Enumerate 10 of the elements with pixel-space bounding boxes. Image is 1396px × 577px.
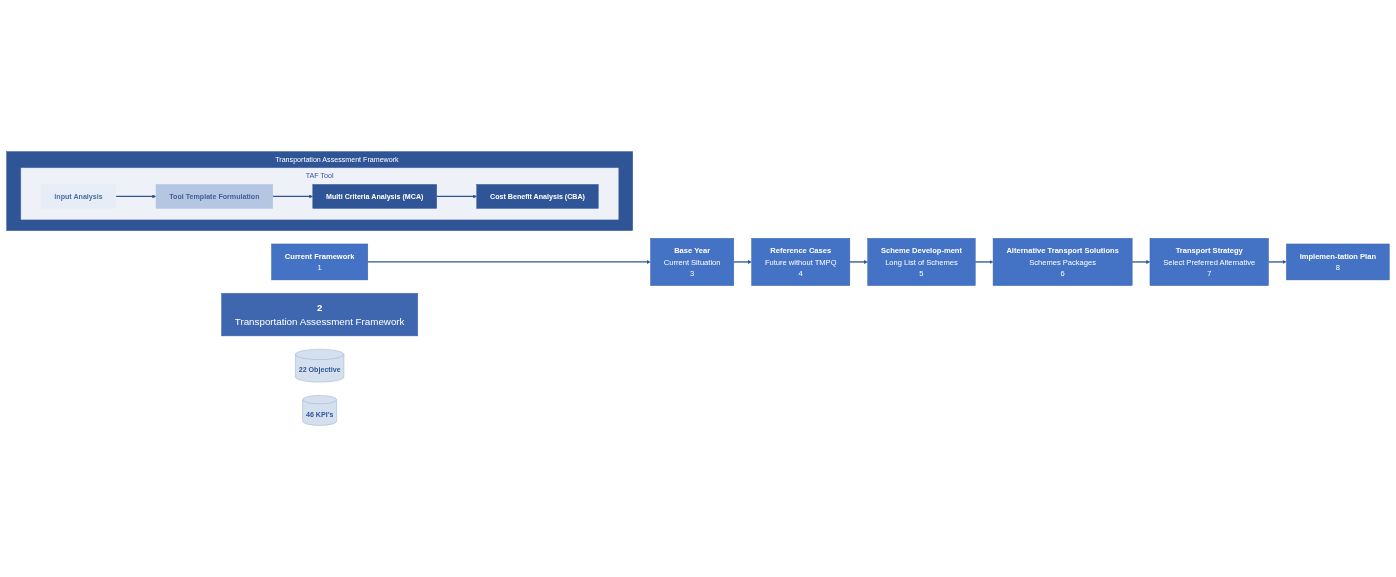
arrow: [733, 260, 752, 264]
arrow: [272, 194, 313, 199]
arrow: [436, 194, 477, 199]
arrow: [115, 194, 157, 199]
arrow: [974, 260, 994, 264]
arrow: [849, 260, 868, 264]
arrow: [1267, 260, 1287, 264]
node-box: 2 Transportation Assessment Framework: [221, 293, 419, 337]
arrow: [1131, 260, 1151, 264]
arrow: [367, 260, 651, 264]
